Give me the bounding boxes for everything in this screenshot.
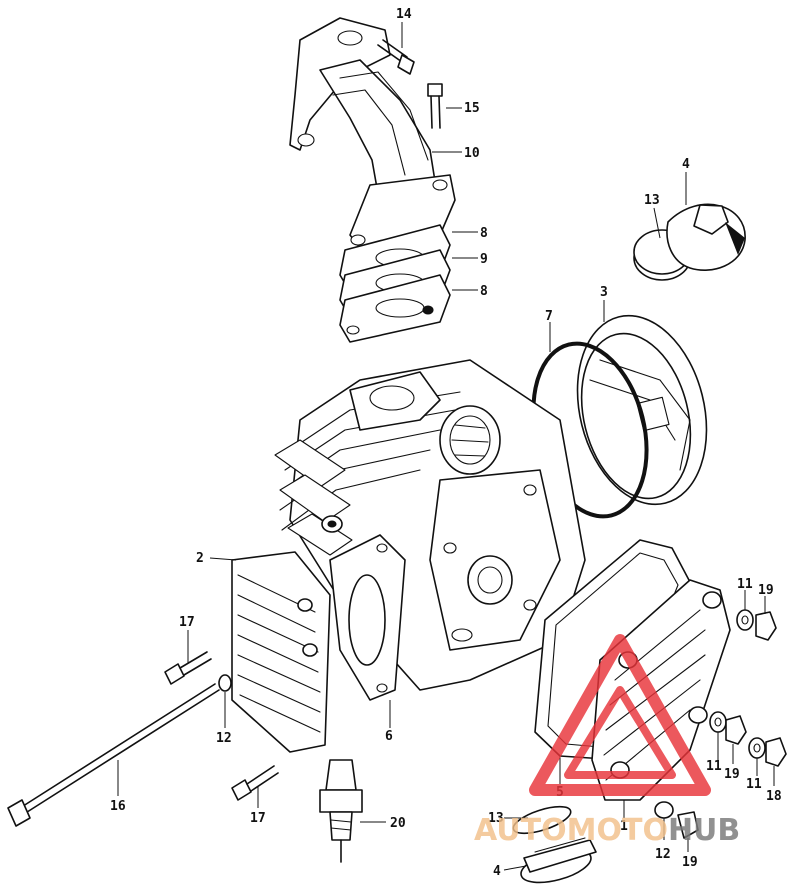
callout-20: 20 bbox=[390, 816, 406, 831]
o-ring-13-bottom bbox=[512, 805, 572, 835]
callout-10: 10 bbox=[464, 146, 480, 161]
callout-16: 16 bbox=[110, 799, 126, 814]
callout-1: 1 bbox=[620, 819, 628, 834]
callout-9: 9 bbox=[480, 252, 488, 267]
callout-17-lower: 17 bbox=[250, 811, 266, 826]
washer-11-c bbox=[748, 737, 766, 759]
watermark-text: AUTOMOTOHUB bbox=[474, 813, 740, 848]
bolt-17-lower bbox=[231, 765, 279, 801]
leader-lines bbox=[117, 22, 775, 871]
stud-bolt-16 bbox=[7, 683, 220, 827]
bolt-17-upper bbox=[164, 651, 212, 685]
callout-13-top: 13 bbox=[644, 193, 660, 208]
callout-13-bottom: 13 bbox=[488, 811, 504, 826]
callout-14: 14 bbox=[396, 7, 412, 22]
washer-12-left bbox=[218, 674, 232, 692]
callout-12-left: 12 bbox=[216, 731, 232, 746]
callout-4-bottom: 4 bbox=[493, 864, 501, 879]
tappet-cap-bottom bbox=[520, 837, 597, 884]
callout-19-c: 19 bbox=[682, 855, 698, 870]
callout-3: 3 bbox=[600, 285, 608, 300]
callout-17-upper: 17 bbox=[179, 615, 195, 630]
callout-7: 7 bbox=[545, 309, 553, 324]
insulator-gasket-stack bbox=[339, 224, 451, 343]
intake-manifold-part bbox=[289, 17, 456, 249]
heat-shield-2 bbox=[231, 551, 331, 753]
cap-nut-18 bbox=[765, 737, 787, 767]
callout-11-b: 11 bbox=[706, 759, 722, 774]
bolt-15 bbox=[427, 83, 443, 129]
callout-4-top: 4 bbox=[682, 157, 690, 172]
callout-19-a: 19 bbox=[758, 583, 774, 598]
callout-19-b: 19 bbox=[724, 767, 740, 782]
cap-nut-19-c bbox=[677, 811, 699, 839]
callout-18: 18 bbox=[766, 789, 782, 804]
washer-11-b bbox=[709, 711, 727, 733]
callout-8-upper: 8 bbox=[480, 226, 488, 241]
callout-15: 15 bbox=[464, 101, 480, 116]
cap-nut-19-a bbox=[755, 611, 777, 641]
callout-6: 6 bbox=[385, 729, 393, 744]
cap-nut-19-b bbox=[725, 715, 747, 745]
tappet-cap-top bbox=[633, 203, 746, 281]
exhaust-gasket-6 bbox=[329, 534, 406, 701]
callout-11-c: 11 bbox=[746, 777, 762, 792]
automotohub-watermark: AUTOMOTOHUB bbox=[474, 634, 740, 848]
washer-11-a bbox=[736, 609, 754, 631]
callout-8-lower: 8 bbox=[480, 284, 488, 299]
callout-2: 2 bbox=[196, 551, 204, 566]
spark-plug-20 bbox=[319, 759, 363, 863]
callout-12-right: 12 bbox=[655, 847, 671, 862]
bolt-14 bbox=[377, 39, 415, 75]
callout-labels: 14 15 10 8 9 8 4 13 3 7 2 17 12 6 16 17 … bbox=[110, 7, 782, 879]
callout-11-a: 11 bbox=[737, 577, 753, 592]
